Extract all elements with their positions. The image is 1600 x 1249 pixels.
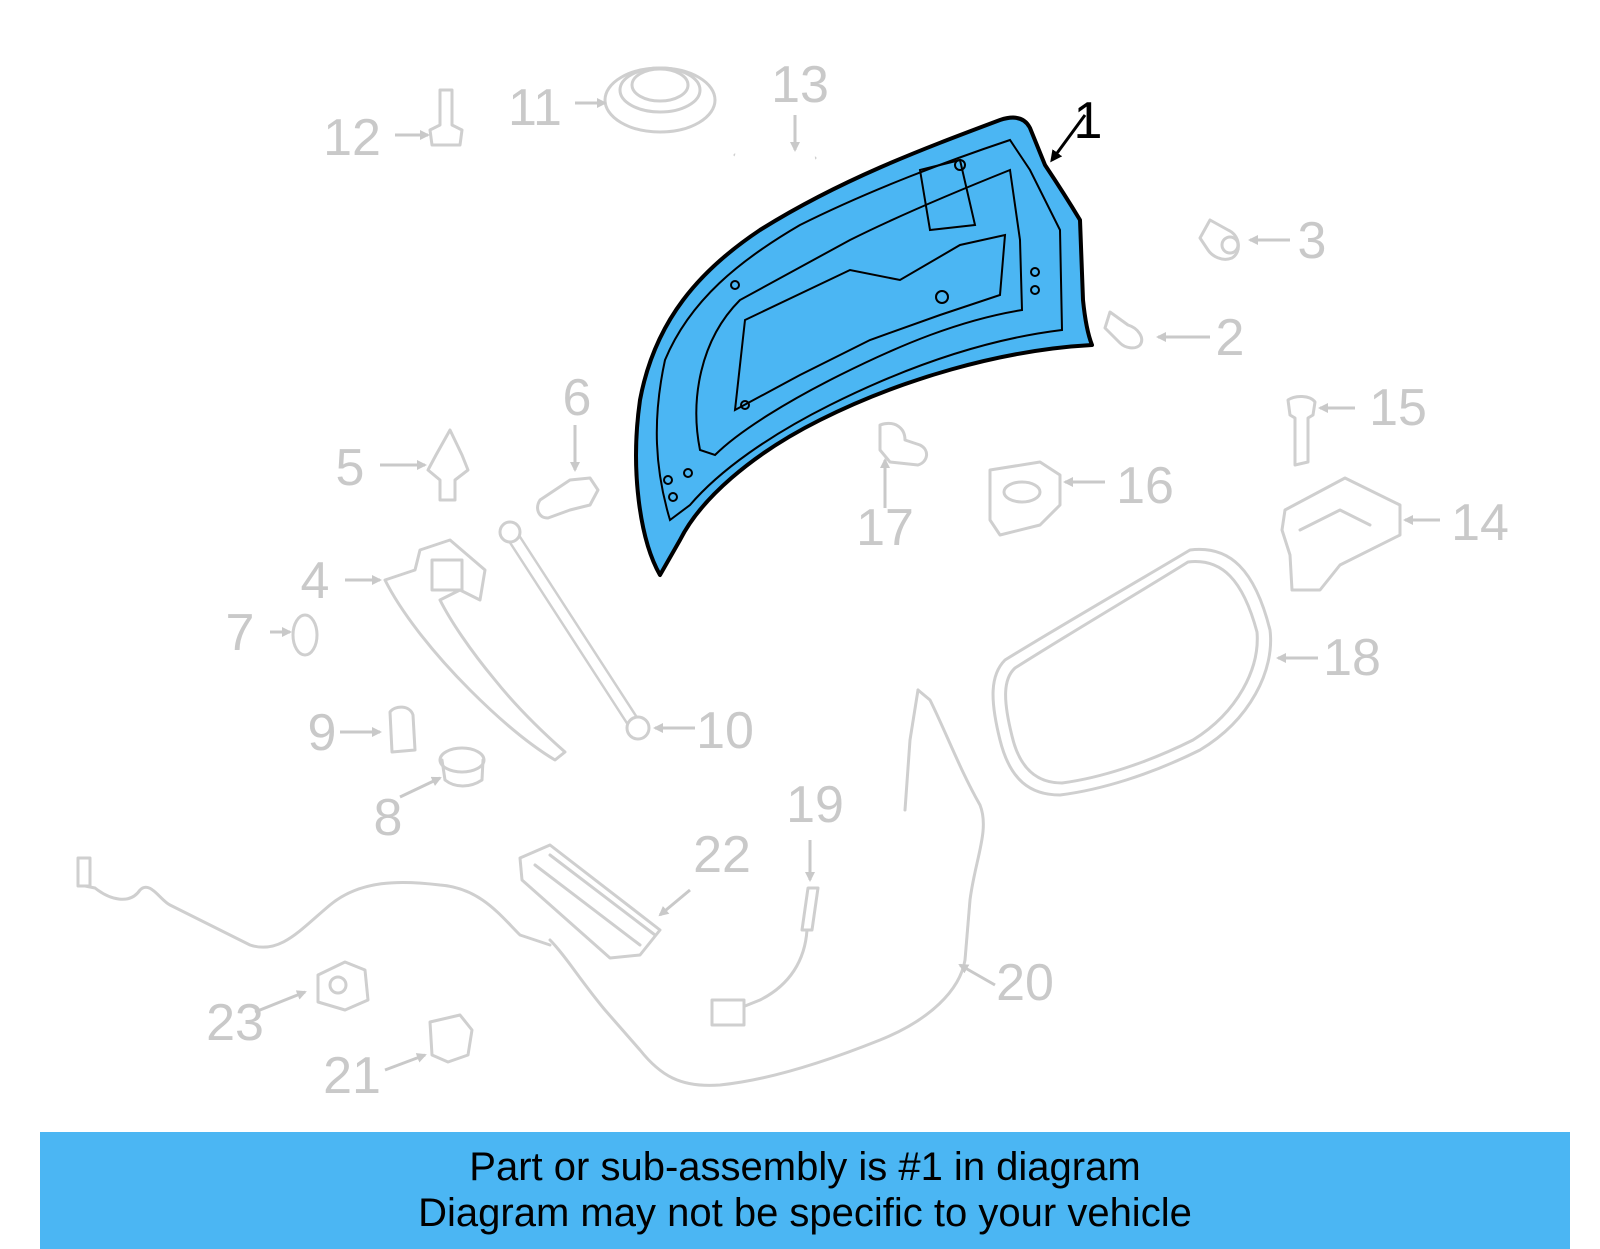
trunk-lid-part-1[interactable] xyxy=(634,114,1094,577)
harness-connector xyxy=(76,856,92,888)
clip-part-21[interactable] xyxy=(384,1013,474,1072)
hose-part-13[interactable] xyxy=(733,115,817,165)
callout-1-arrow xyxy=(1050,114,1087,163)
callout-20[interactable]: 20 xyxy=(996,954,1054,1012)
callout-22[interactable]: 22 xyxy=(693,826,751,884)
clip-part-5[interactable] xyxy=(380,428,470,502)
callout-13[interactable]: 13 xyxy=(771,56,829,114)
nut-part-8[interactable] xyxy=(399,746,486,799)
trunk-lid-hole xyxy=(663,475,673,485)
callout-7[interactable]: 7 xyxy=(226,604,255,662)
callout-10[interactable]: 10 xyxy=(696,702,754,760)
sensor-part-19[interactable] xyxy=(710,840,820,1027)
bumper-part-9[interactable] xyxy=(340,705,417,754)
trunk-lid-hole xyxy=(730,280,740,290)
trunk-lid-hole xyxy=(1030,285,1040,295)
callout-23[interactable]: 23 xyxy=(206,994,264,1052)
actuator-part-22[interactable] xyxy=(518,843,691,960)
stud-part-6[interactable] xyxy=(536,425,600,520)
trunk-lid-hole xyxy=(1030,267,1040,277)
info-banner: Part or sub-assembly is #1 in diagram Di… xyxy=(40,1132,1570,1249)
weatherstrip-part-18[interactable] xyxy=(991,547,1318,797)
bolt-part-15[interactable] xyxy=(1286,395,1355,467)
callout-1[interactable]: 1 xyxy=(1074,92,1103,150)
trunk-lid-hole xyxy=(935,290,949,304)
trunk-lid-hole xyxy=(954,159,966,171)
bracket-part-23[interactable] xyxy=(254,960,370,1014)
latch-part-14[interactable] xyxy=(1280,476,1440,592)
trunk-lid-shell xyxy=(634,115,1094,577)
trunk-lid-pocket xyxy=(918,158,977,232)
callout-4[interactable]: 4 xyxy=(301,552,330,610)
callout-14[interactable]: 14 xyxy=(1451,494,1509,552)
bumper-stop-part-2[interactable] xyxy=(1103,310,1210,350)
release-cable-part-20[interactable] xyxy=(548,688,996,1087)
push-pin-part-17[interactable] xyxy=(878,422,928,508)
callout-16[interactable]: 16 xyxy=(1116,457,1174,515)
hinge-part-4[interactable] xyxy=(345,538,567,762)
striker-part-16[interactable] xyxy=(988,460,1105,537)
trunk-lid-inner-panel xyxy=(695,168,1024,457)
callout-11[interactable]: 11 xyxy=(508,79,562,137)
callout-3[interactable]: 3 xyxy=(1298,212,1327,270)
callout-21[interactable]: 21 xyxy=(323,1047,381,1105)
trunk-lid-inner-rim xyxy=(655,138,1064,522)
callout-9[interactable]: 9 xyxy=(308,704,337,762)
callout-2[interactable]: 2 xyxy=(1216,309,1245,367)
lift-support-part-10[interactable] xyxy=(498,520,695,741)
trunk-lid-hole xyxy=(683,468,693,478)
bolt-part-12[interactable] xyxy=(395,88,464,147)
callout-15[interactable]: 15 xyxy=(1369,379,1427,437)
wiring-harness xyxy=(78,858,552,949)
callout-12[interactable]: 12 xyxy=(323,109,381,167)
trunk-lid-hole xyxy=(668,492,678,502)
trunk-lid-hole xyxy=(740,400,750,410)
grommet-part-3[interactable] xyxy=(1198,218,1290,261)
callout-6[interactable]: 6 xyxy=(563,369,592,427)
emblem-part-11[interactable] xyxy=(575,66,717,134)
callout-18[interactable]: 18 xyxy=(1323,629,1381,687)
callout-5[interactable]: 5 xyxy=(336,439,365,497)
plug-part-7[interactable] xyxy=(270,613,319,657)
callout-8[interactable]: 8 xyxy=(374,789,403,847)
banner-line-part-note: Part or sub-assembly is #1 in diagram xyxy=(469,1145,1141,1189)
banner-line-disclaimer: Diagram may not be specific to your vehi… xyxy=(418,1191,1192,1235)
trunk-lid-cutout xyxy=(733,233,1007,412)
callout-17[interactable]: 17 xyxy=(856,499,914,557)
callout-19[interactable]: 19 xyxy=(786,776,844,834)
